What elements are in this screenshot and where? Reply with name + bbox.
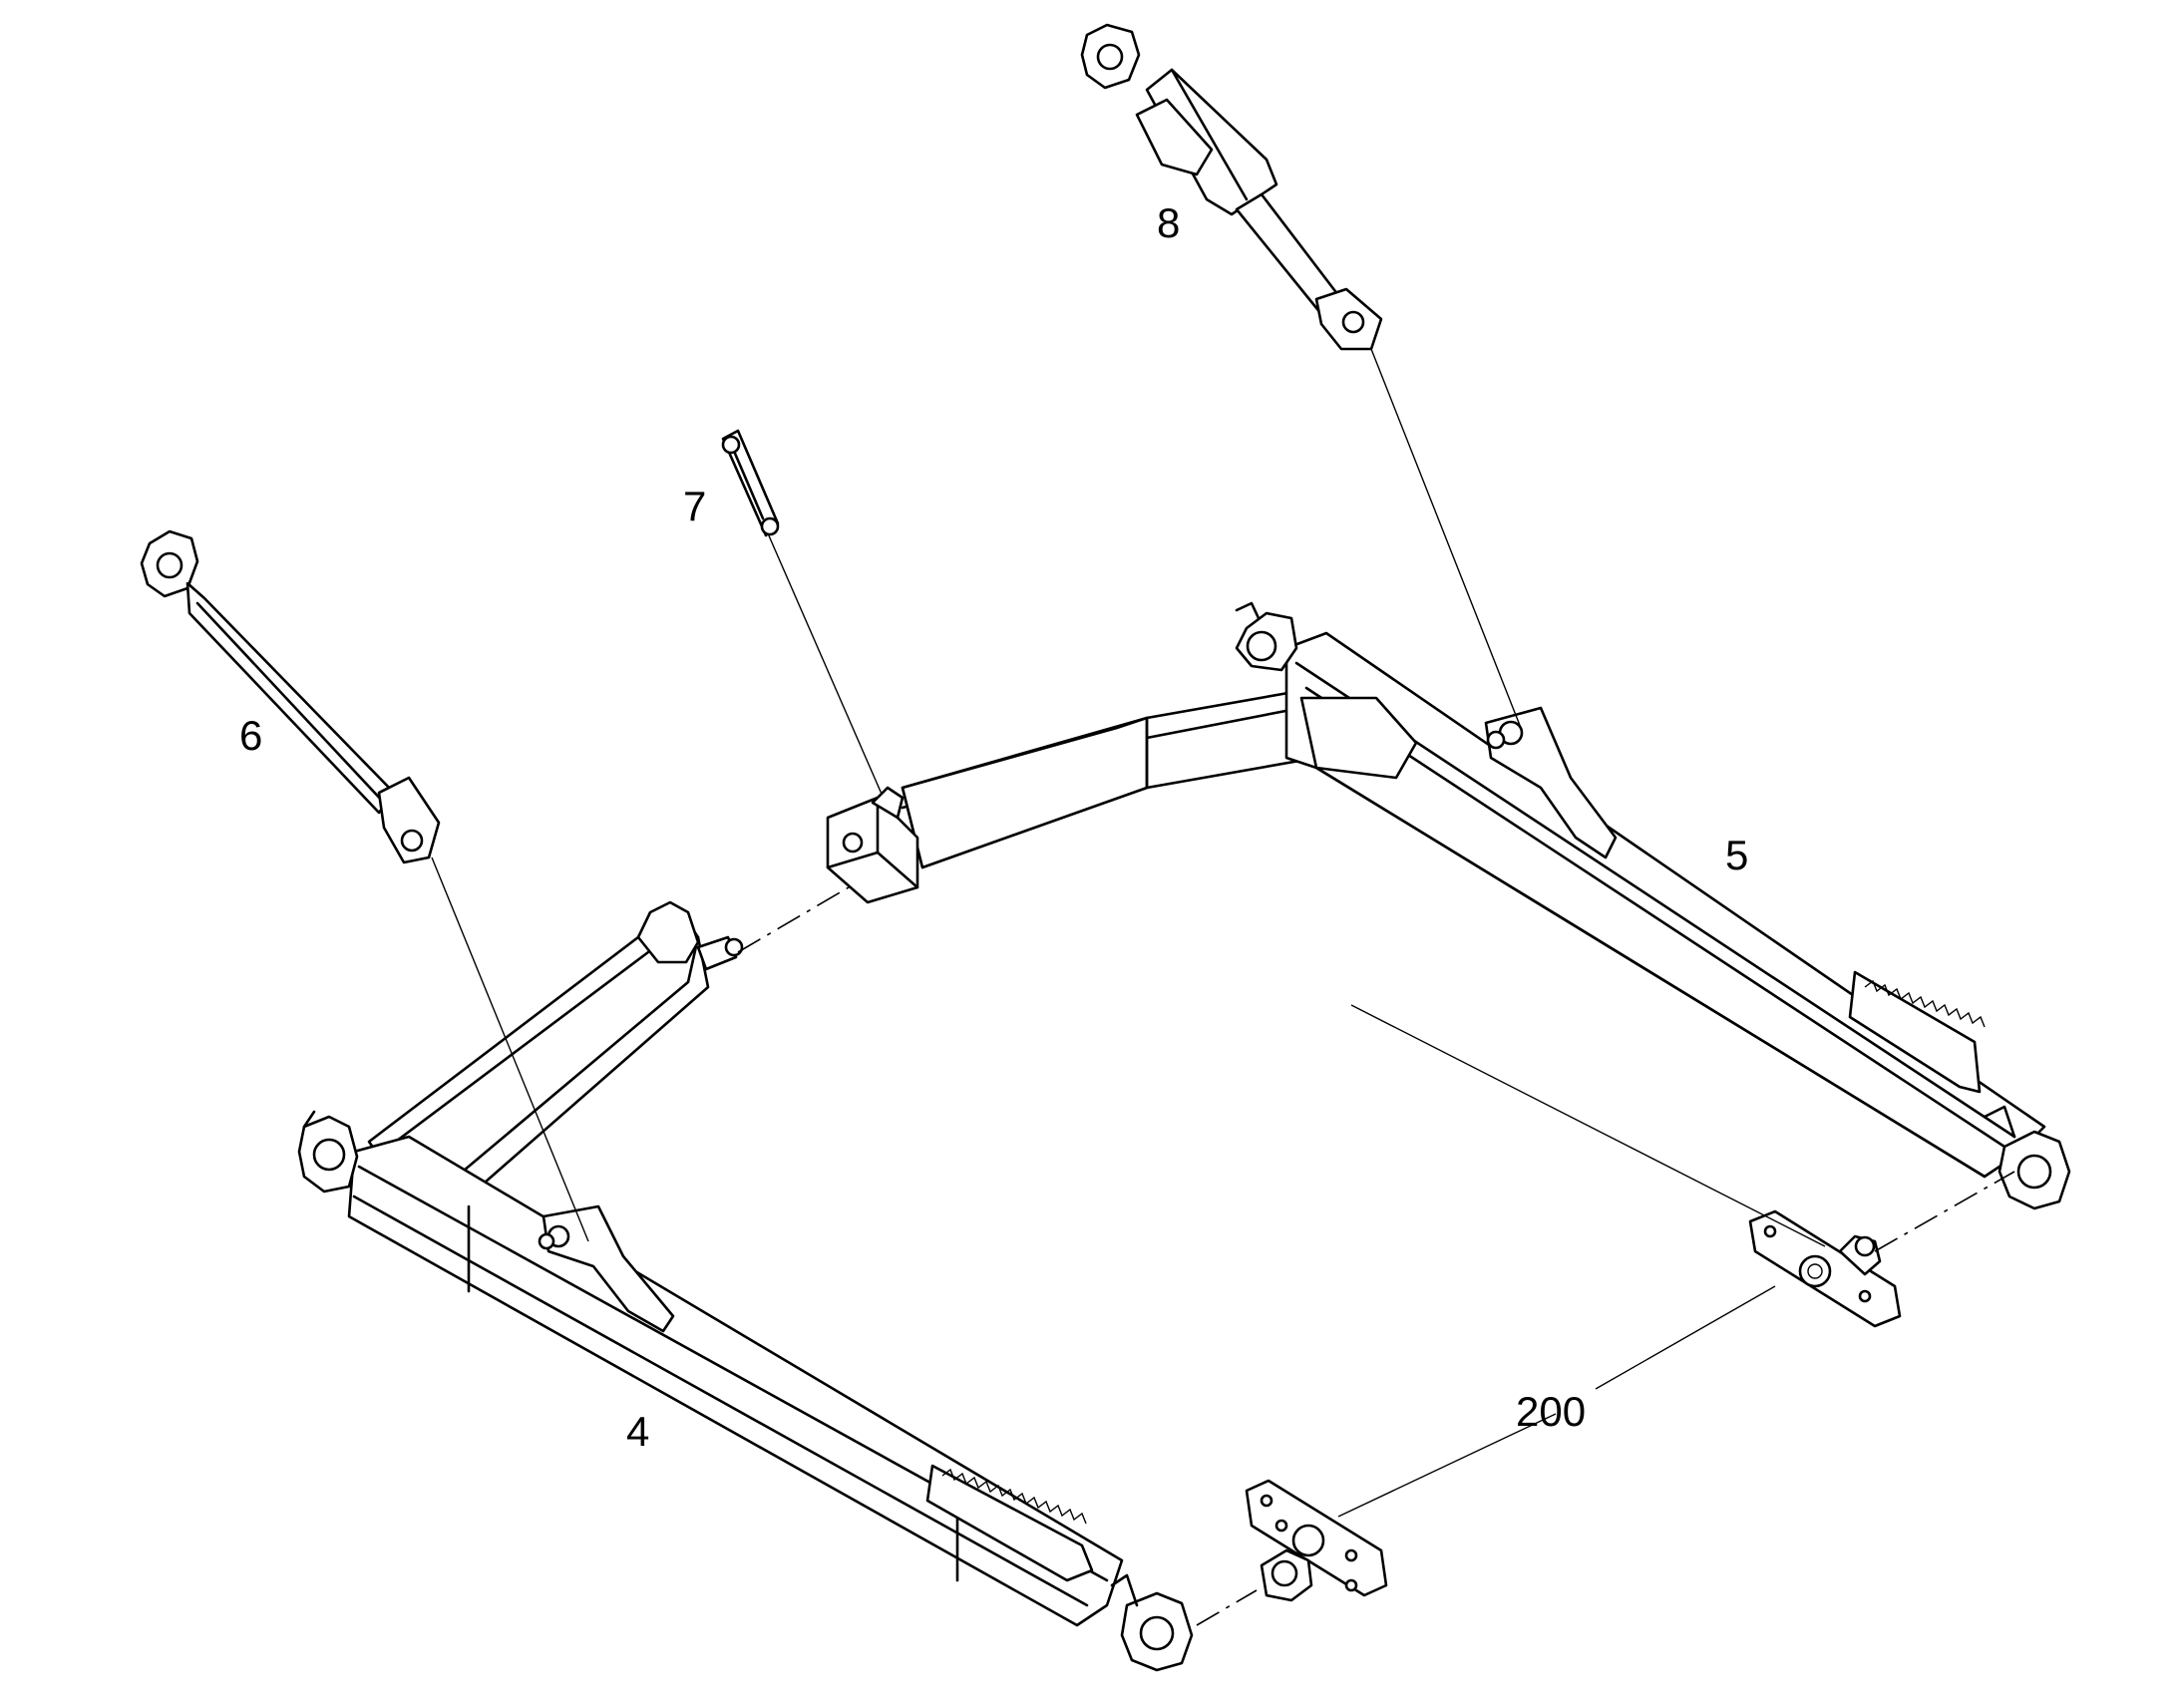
pivot-clamp-4-right	[1110, 1573, 1194, 1672]
cylinder-mount-bracket-4	[538, 1204, 675, 1333]
mounting-plate-part-200-upper	[1748, 1209, 1902, 1328]
callout-200: 200	[1516, 1388, 1586, 1435]
callout-5: 5	[1725, 832, 1748, 878]
callout-7: 7	[683, 483, 706, 529]
gear-rack-5	[1848, 970, 1986, 1094]
actuator-part-8	[1080, 23, 1383, 351]
pivot-clamp-4-left	[297, 1110, 359, 1194]
callout-6: 6	[239, 712, 262, 759]
pivot-clamp-5-bottom	[1983, 1105, 2071, 1210]
pivot-clamp-5-top	[1235, 601, 1298, 672]
gear-rack-4	[925, 1464, 1094, 1582]
pivot-block-5	[826, 786, 919, 904]
callout-8: 8	[1157, 199, 1180, 246]
callout-4: 4	[626, 1408, 649, 1455]
cylinder-mount-bracket-5	[1484, 706, 1618, 859]
frame-arm-part-4	[297, 900, 1194, 1672]
frame-arm-part-5	[901, 601, 2071, 1210]
leader-lines	[431, 348, 1826, 1518]
hydraulic-cylinder-part-6	[140, 529, 441, 864]
pivot-clamp-4-top	[636, 900, 744, 971]
mounting-plate-part-200-lower	[1245, 1479, 1388, 1602]
link-part-7	[721, 429, 780, 537]
